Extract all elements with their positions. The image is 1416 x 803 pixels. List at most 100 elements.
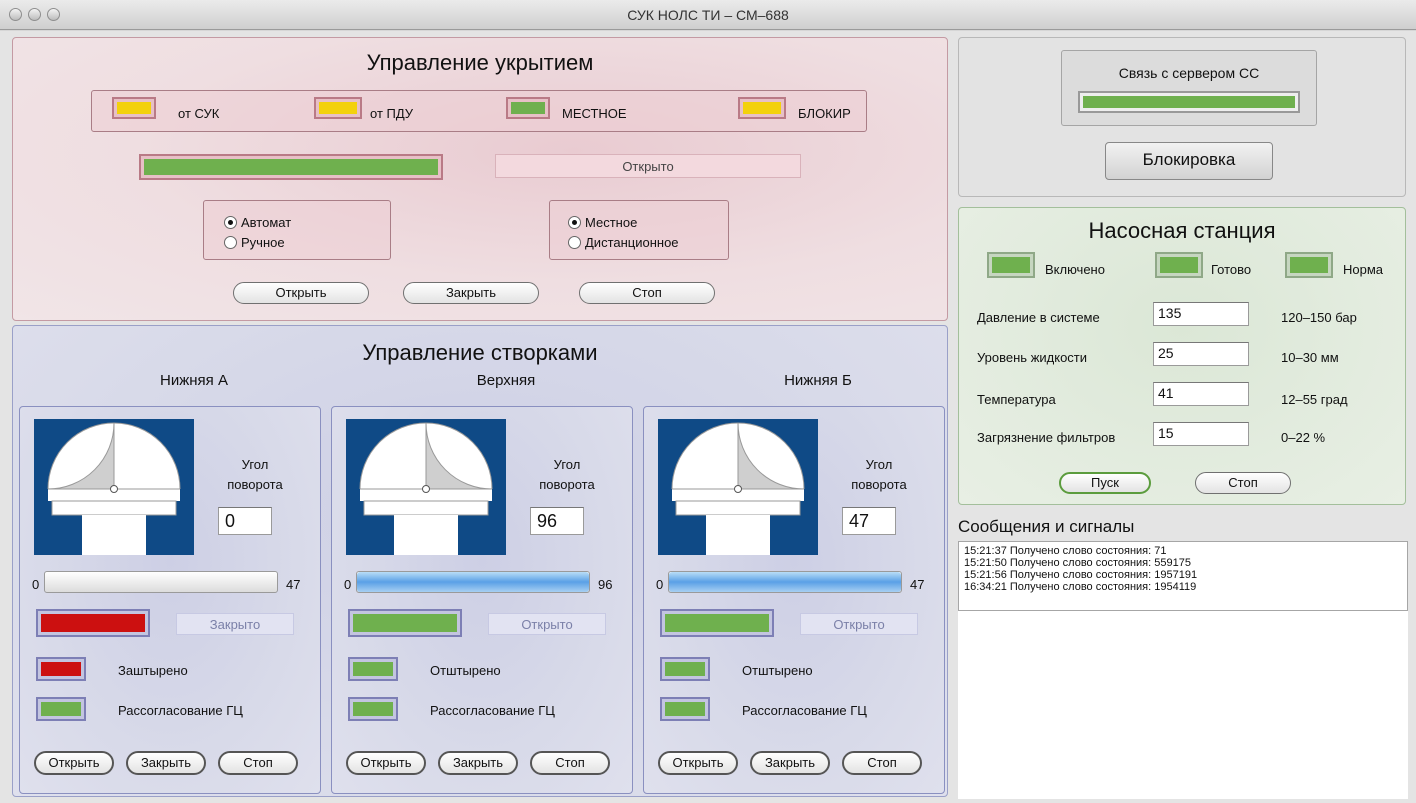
messages-title: Сообщения и сигналы [958, 517, 1135, 536]
control-radio-group: Местное Дистанционное [549, 200, 729, 260]
flap-name: Верхняя [476, 372, 536, 389]
flap-angle-gauge [346, 419, 506, 555]
flap-angle-gauge [658, 419, 818, 555]
radio-local[interactable]: Местное [568, 215, 637, 230]
angle-slider[interactable] [668, 571, 902, 593]
param-pressure-field[interactable]: 135 [1153, 302, 1249, 326]
message-line: 16:34:21 Получено слово состояния: 19541… [964, 581, 1197, 593]
indicator-from-pdu [314, 97, 362, 119]
pump-stop-button[interactable]: Стоп [1195, 472, 1291, 494]
angle-label-2: поворота [539, 477, 595, 492]
cover-progress-fill [144, 159, 438, 175]
flap-name: Нижняя А [160, 372, 228, 389]
flap-column: Угол поворота 0 0 47 Закрыто Заштырено Р… [19, 406, 321, 794]
angle-slider-fill [357, 572, 589, 592]
minimize-window-button[interactable] [28, 8, 41, 21]
param-level-field[interactable]: 25 [1153, 342, 1249, 366]
flap-angle-sector [47, 422, 115, 490]
radio-auto-dot[interactable] [224, 216, 237, 229]
cover-stop-button[interactable]: Стоп [579, 282, 715, 304]
flap-lock-label: Заштырено [118, 663, 188, 678]
mode-radio-group: Автомат Ручное [203, 200, 391, 260]
flap-mismatch-label: Рассогласование ГЦ [430, 703, 555, 718]
flap-mismatch-label: Рассогласование ГЦ [118, 703, 243, 718]
radio-manual-dot[interactable] [224, 236, 237, 249]
flap-lock-indicator [36, 657, 86, 681]
param-pressure-label: Давление в системе [977, 310, 1100, 325]
flap-angle-sector [737, 422, 805, 490]
angle-slider[interactable] [356, 571, 590, 593]
flap-open-button[interactable]: Открыть [658, 751, 738, 775]
angle-label-2: поворота [227, 477, 283, 492]
flap-stop-button[interactable]: Стоп [530, 751, 610, 775]
radio-auto[interactable]: Автомат [224, 215, 291, 230]
radio-auto-label: Автомат [241, 215, 292, 230]
param-filter-field[interactable]: 15 [1153, 422, 1249, 446]
angle-label-1: Угол [865, 457, 893, 472]
flap-gauge-svg [359, 422, 493, 555]
cover-control-panel: Управление укрытием от СУК от ПДУ МЕСТНО… [12, 37, 948, 321]
param-filter-label: Загрязнение фильтров [977, 430, 1116, 445]
flap-lock-indicator [348, 657, 398, 681]
window-controls [9, 8, 60, 21]
angle-label-1: Угол [241, 457, 269, 472]
flap-status-indicator [660, 609, 774, 637]
flap-angle-gauge [34, 419, 194, 555]
pump-indicator-on-label: Включено [1045, 262, 1105, 277]
flap-control-panel: Управление створками Нижняя А Угол [12, 325, 948, 797]
server-link-indicator [1078, 91, 1300, 113]
flap-gauge-svg [47, 422, 181, 555]
indicator-block [738, 97, 786, 119]
flap-stop-button[interactable]: Стоп [218, 751, 298, 775]
angle-slider[interactable] [44, 571, 278, 593]
indicator-local [506, 97, 550, 119]
flap-mismatch-indicator [660, 697, 710, 721]
radio-local-dot[interactable] [568, 216, 581, 229]
flap-open-button[interactable]: Открыть [346, 751, 426, 775]
indicator-block-label: БЛОКИР [798, 106, 851, 121]
cover-open-button[interactable]: Открыть [233, 282, 369, 304]
close-window-button[interactable] [9, 8, 22, 21]
flap-close-button[interactable]: Закрыть [438, 751, 518, 775]
slider-max-label: 47 [910, 577, 925, 592]
slider-min-label: 0 [656, 577, 664, 592]
indicator-local-label: МЕСТНОЕ [562, 106, 627, 121]
flap-status: Открыто [800, 613, 918, 635]
pump-indicator-ready [1155, 252, 1203, 278]
angle-field[interactable]: 96 [530, 507, 584, 535]
zoom-window-button[interactable] [47, 8, 60, 21]
radio-local-label: Местное [585, 215, 638, 230]
flap-close-button[interactable]: Закрыть [750, 751, 830, 775]
angle-field[interactable]: 47 [842, 507, 896, 535]
radio-remote[interactable]: Дистанционное [568, 235, 679, 250]
param-temperature-label: Температура [977, 392, 1056, 407]
radio-remote-dot[interactable] [568, 236, 581, 249]
flap-stop-button[interactable]: Стоп [842, 751, 922, 775]
radio-manual[interactable]: Ручное [224, 235, 285, 250]
pump-start-button[interactable]: Пуск [1059, 472, 1151, 494]
flap-column: Угол поворота 47 0 47 Открыто Отштырено … [643, 406, 945, 794]
cover-panel-title: Управление укрытием [366, 50, 594, 75]
cover-close-button[interactable]: Закрыть [403, 282, 539, 304]
flap-close-button[interactable]: Закрыть [126, 751, 206, 775]
flap-lock-label: Отштырено [430, 663, 501, 678]
flap-open-button[interactable]: Открыть [34, 751, 114, 775]
flap-mismatch-indicator [36, 697, 86, 721]
slider-max-label: 47 [286, 577, 301, 592]
flap-status: Открыто [488, 613, 606, 635]
slider-min-label: 0 [32, 577, 40, 592]
angle-field[interactable]: 0 [218, 507, 272, 535]
radio-remote-label: Дистанционное [585, 235, 679, 250]
param-level-label: Уровень жидкости [977, 350, 1088, 365]
cover-status: Открыто [495, 154, 801, 178]
angle-label-2: поворота [851, 477, 907, 492]
param-level-range: 10–30 мм [1281, 350, 1339, 365]
param-temperature-field[interactable]: 41 [1153, 382, 1249, 406]
indicator-from-suk [112, 97, 156, 119]
block-button[interactable]: Блокировка [1105, 142, 1273, 180]
message-line: 15:21:37 Получено слово состояния: 71 [964, 545, 1167, 557]
pump-indicator-on [987, 252, 1035, 278]
messages-log[interactable]: 15:21:37 Получено слово состояния: 71 15… [958, 541, 1408, 611]
param-pressure-range: 120–150 бар [1281, 310, 1357, 325]
flap-status-indicator [348, 609, 462, 637]
